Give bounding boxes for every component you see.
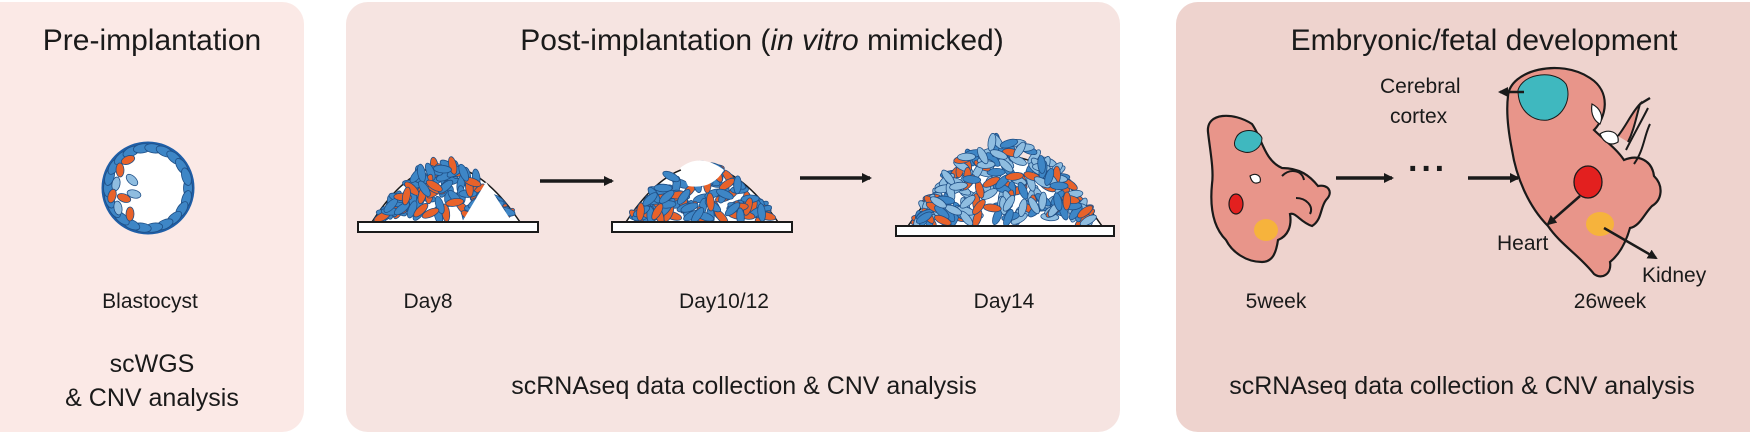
icm-cell	[113, 200, 123, 216]
dome-cell	[1038, 191, 1047, 211]
dome-cell	[916, 211, 933, 224]
dome-cell	[658, 190, 675, 204]
dome-cell	[716, 188, 734, 200]
dome-cell	[401, 186, 411, 206]
dome-cell	[934, 214, 952, 226]
blastocyst-illustration	[101, 141, 195, 235]
dome-cell	[982, 203, 1002, 213]
dome-cell	[418, 180, 431, 197]
dome-cell	[733, 175, 742, 195]
dome-cell	[982, 176, 1000, 188]
dome-cell	[972, 199, 986, 215]
icm-cell	[107, 188, 117, 204]
dome-cell	[1013, 141, 1026, 159]
dome-day14	[895, 132, 1115, 237]
dome-cell	[1062, 191, 1072, 211]
dome-cell	[986, 167, 1006, 177]
blastocyst-cell	[181, 167, 192, 186]
dome-cell	[636, 202, 645, 222]
cortex-label-line2: cortex	[1390, 105, 1448, 128]
embryo-26week-illustration	[1506, 66, 1662, 278]
embryo-5week-illustration	[1206, 114, 1331, 264]
dome-cell	[642, 192, 658, 207]
dome-cell	[1009, 155, 1027, 166]
dome-cell	[425, 179, 443, 192]
dome-cell	[433, 164, 452, 174]
icm-cell	[116, 193, 132, 203]
day14-label: Day14	[973, 290, 1035, 313]
dome-cell	[930, 196, 947, 209]
dome-cell	[962, 175, 982, 184]
dome-cell	[1037, 155, 1046, 174]
icm-cell	[115, 162, 125, 178]
5week-label: 5week	[1245, 290, 1307, 313]
dome-cell	[999, 138, 1019, 149]
pre-analysis-line1: scWGS	[109, 350, 195, 378]
icm-cell	[125, 206, 135, 222]
dome-cell	[1077, 205, 1094, 219]
heart-pointer	[1546, 195, 1581, 226]
kidney-pointer	[1603, 226, 1658, 260]
dome-cell	[989, 149, 1008, 160]
cortex-label-line1: Cerebral	[1380, 75, 1461, 98]
post-analysis: scRNAseq data collection & CNV analysis	[511, 372, 977, 400]
icm-cell	[126, 189, 142, 199]
dome-cell	[1044, 167, 1055, 186]
fetal-analysis: scRNAseq data collection & CNV analysis	[1229, 372, 1695, 400]
dome-cell	[959, 195, 976, 209]
dome-cell	[724, 202, 741, 217]
dome-cell	[662, 170, 680, 183]
dome-cell	[1017, 181, 1029, 200]
dome-cell	[998, 158, 1014, 173]
dome-cell	[706, 192, 715, 212]
dome-cell	[651, 203, 664, 221]
dome-cell	[1005, 172, 1024, 181]
fetal-title: Embryonic/fetal development	[1290, 24, 1678, 57]
dome-cell	[677, 189, 691, 205]
dome-cell	[1053, 192, 1063, 211]
day8-label: Day8	[403, 290, 453, 313]
pre-analysis-line2: & CNV analysis	[65, 384, 239, 412]
dome-day8	[357, 156, 539, 233]
dome-cell	[1049, 181, 1069, 191]
dome-cell	[976, 146, 989, 165]
dome-cell	[1079, 214, 1097, 227]
heart-label: Heart	[1497, 232, 1549, 255]
dome-cell	[653, 183, 673, 193]
pre-implantation-title: Pre-implantation	[42, 24, 262, 57]
kidney-label: Kidney	[1642, 264, 1707, 287]
dome-cell	[949, 181, 968, 191]
dome-cell	[458, 163, 469, 182]
dome-cell	[421, 207, 440, 219]
icm-cell	[125, 173, 139, 187]
dome-cell	[1002, 195, 1016, 212]
blastocyst-label: Blastocyst	[102, 290, 198, 313]
icm-cell	[120, 155, 136, 165]
26week-label: 26week	[1573, 290, 1647, 313]
dome-cell	[393, 201, 410, 216]
dome-cell	[957, 152, 976, 162]
dome-cell	[413, 203, 429, 218]
dome-day10-12	[611, 160, 793, 233]
day10-12-label: Day10/12	[679, 290, 769, 313]
post-implantation-title: Post-implantation (in vitro mimicked)	[520, 24, 1004, 57]
ellipsis: ···	[1408, 150, 1448, 188]
dome-cell	[680, 202, 699, 213]
dome-cell	[445, 197, 465, 207]
dome-cell	[1028, 197, 1040, 215]
